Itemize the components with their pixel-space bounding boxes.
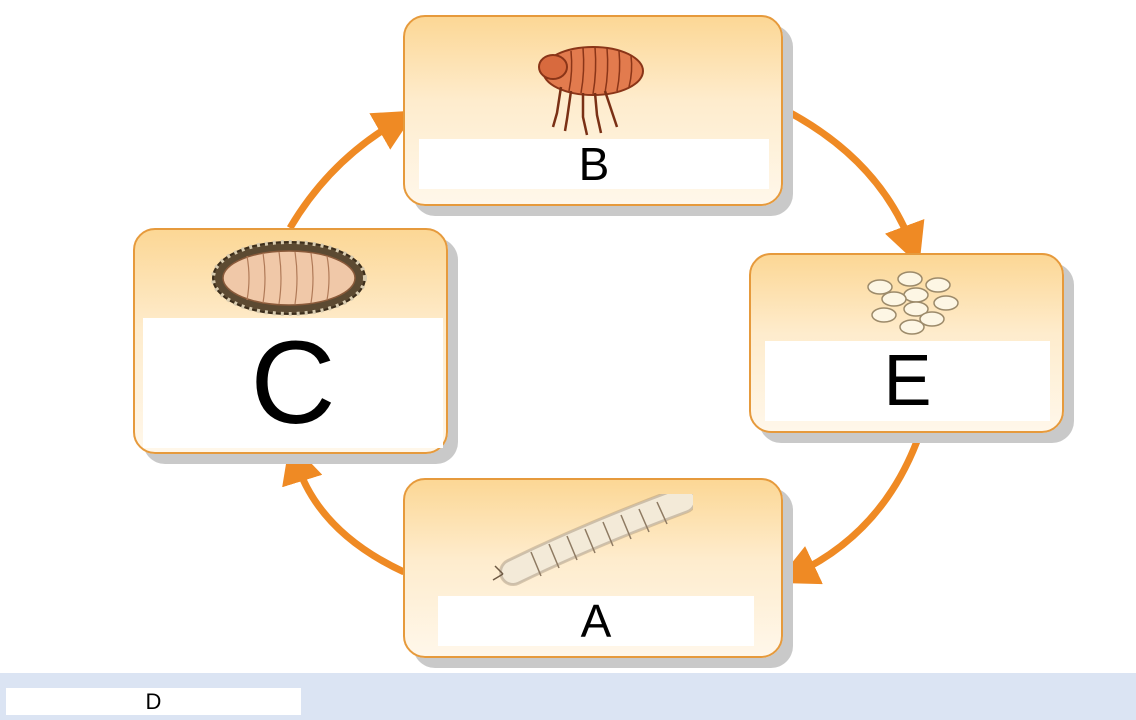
answer-bar: D <box>0 673 1136 720</box>
stage-card-top: B <box>403 15 783 206</box>
arrow-left-to-top <box>286 110 417 230</box>
pupa-cocoon-icon <box>211 240 367 316</box>
stage-card-right: E <box>749 253 1064 433</box>
arrow-bottom-to-left <box>282 440 406 576</box>
eggs-icon <box>867 271 959 335</box>
life-cycle-diagram: B E A <box>133 15 1064 658</box>
stage-label-top: B <box>419 138 769 190</box>
stage-card-left: C <box>133 228 448 454</box>
stage-card-bottom: A <box>403 478 783 658</box>
stage-label-bottom: A <box>438 595 754 647</box>
adult-flea-icon <box>538 46 644 136</box>
stage-label-right: E <box>765 341 1050 421</box>
answer-tile[interactable]: D <box>6 688 301 715</box>
larva-icon <box>492 494 693 586</box>
arrow-right-to-bottom <box>775 431 924 585</box>
stage-label-left: C <box>143 317 443 449</box>
arrow-top-to-right <box>783 106 925 266</box>
cycle-arrows <box>282 106 925 585</box>
